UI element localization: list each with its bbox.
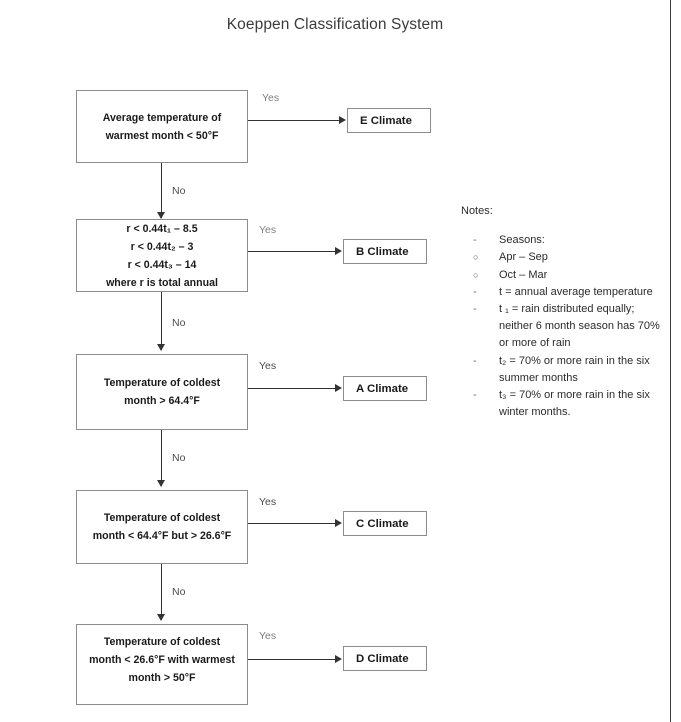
page-edge-rule bbox=[670, 0, 671, 722]
connector-no-2 bbox=[161, 292, 162, 350]
decision-box-coldest-above-644: Temperature of coldest month > 64.4°F bbox=[76, 354, 248, 430]
result-label: C Climate bbox=[356, 517, 409, 530]
connector-yes-3 bbox=[248, 388, 336, 389]
notes-heading: Notes: bbox=[461, 205, 493, 217]
note-bullet-dash: - bbox=[473, 234, 477, 247]
note-text: t = annual average temperature bbox=[499, 285, 653, 298]
decision-line: month > 64.4°F bbox=[124, 395, 200, 407]
note-sub-text: Apr – Sep bbox=[499, 251, 548, 264]
result-label: D Climate bbox=[356, 652, 409, 665]
decision-line: month > 50°F bbox=[128, 672, 196, 684]
notes-panel: Notes: - Seasons: ○ Apr – Sep ○ Oct – Ma… bbox=[461, 203, 661, 421]
decision-line: r < 0.44t₁ – 8.5 bbox=[126, 222, 198, 235]
decision-line: warmest month < 50°F bbox=[105, 129, 219, 142]
note-item: - t₃ = 70% or more rain in the six winte… bbox=[461, 387, 661, 421]
decision-line: Temperature of coldest bbox=[103, 636, 221, 648]
connector-yes-4 bbox=[248, 523, 336, 524]
note-text: t₃ = 70% or more rain in the six winter … bbox=[499, 389, 650, 419]
edge-label-yes-4: Yes bbox=[259, 496, 277, 508]
arrowhead-yes-2 bbox=[335, 247, 342, 255]
connector-yes-5 bbox=[248, 659, 336, 660]
note-sub-item: ○ Apr – Sep bbox=[461, 249, 661, 266]
page-title: Koeppen Classification System bbox=[226, 16, 444, 33]
decision-line: Temperature of coldest bbox=[103, 377, 221, 389]
connector-no-3 bbox=[161, 430, 162, 486]
result-box-d-climate: D Climate bbox=[343, 646, 427, 671]
connector-no-4 bbox=[161, 564, 162, 620]
decision-line: r < 0.44t₃ – 14 bbox=[127, 258, 197, 271]
edge-label-yes-3: Yes bbox=[259, 360, 277, 372]
decision-box-warmest-month: Average temperature of warmest month < 5… bbox=[76, 90, 248, 163]
note-bullet-dash: - bbox=[473, 354, 477, 367]
arrowhead-no-2 bbox=[157, 344, 165, 351]
arrowhead-yes-1 bbox=[339, 116, 346, 124]
decision-line: Average temperature of bbox=[102, 111, 222, 124]
note-text: Seasons: bbox=[499, 234, 545, 247]
decision-line: month < 64.4°F but > 26.6°F bbox=[92, 530, 232, 542]
note-bullet-dash: - bbox=[473, 389, 477, 402]
connector-yes-1 bbox=[248, 120, 340, 121]
note-text: t ₁ = rain distributed equally; neither … bbox=[499, 303, 660, 350]
note-item: - t = annual average temperature bbox=[461, 284, 661, 301]
edge-label-no-2: No bbox=[172, 317, 186, 329]
note-item: - t₂ = 70% or more rain in the six summe… bbox=[461, 353, 661, 387]
result-label: B Climate bbox=[356, 245, 409, 258]
edge-label-yes-1: Yes bbox=[262, 92, 280, 104]
connector-no-1 bbox=[161, 163, 162, 218]
decision-line: month < 26.6°F with warmest bbox=[89, 654, 235, 666]
result-box-b-climate: B Climate bbox=[343, 239, 427, 264]
result-box-c-climate: C Climate bbox=[343, 511, 427, 536]
arrowhead-no-1 bbox=[157, 212, 165, 219]
arrowhead-no-4 bbox=[157, 614, 165, 621]
decision-line: Temperature of coldest bbox=[103, 512, 221, 524]
result-label: E Climate bbox=[360, 114, 412, 127]
result-box-a-climate: A Climate bbox=[343, 376, 427, 401]
arrowhead-yes-4 bbox=[335, 519, 342, 527]
note-bullet-circle-icon: ○ bbox=[473, 269, 479, 280]
decision-box-coldest-below-266: Temperature of coldest month < 26.6°F wi… bbox=[76, 624, 248, 705]
arrowhead-yes-5 bbox=[335, 655, 342, 663]
note-text: t₂ = 70% or more rain in the six summer … bbox=[499, 354, 650, 384]
note-bullet-dash: - bbox=[473, 285, 477, 298]
note-bullet-circle-icon: ○ bbox=[473, 252, 479, 263]
edge-label-yes-2: Yes bbox=[259, 224, 277, 236]
result-label: A Climate bbox=[356, 382, 409, 395]
arrowhead-yes-3 bbox=[335, 384, 342, 392]
decision-line: r < 0.44t₂ – 3 bbox=[130, 240, 194, 253]
note-bullet-dash: - bbox=[473, 303, 477, 316]
decision-box-coldest-between: Temperature of coldest month < 64.4°F bu… bbox=[76, 490, 248, 564]
note-item: - Seasons: bbox=[461, 232, 661, 249]
result-box-e-climate: E Climate bbox=[347, 108, 431, 133]
edge-label-no-1: No bbox=[172, 185, 186, 197]
edge-label-no-4: No bbox=[172, 586, 186, 598]
arrowhead-no-3 bbox=[157, 480, 165, 487]
decision-line: where r is total annual bbox=[106, 276, 218, 289]
note-sub-text: Oct – Mar bbox=[499, 268, 548, 281]
note-item: - t ₁ = rain distributed equally; neithe… bbox=[461, 301, 661, 353]
note-sub-item: ○ Oct – Mar bbox=[461, 267, 661, 284]
edge-label-yes-5: Yes bbox=[259, 630, 277, 642]
connector-yes-2 bbox=[248, 251, 336, 252]
decision-box-rainfall-thresholds: r < 0.44t₁ – 8.5 r < 0.44t₂ – 3 r < 0.44… bbox=[76, 219, 248, 292]
edge-label-no-3: No bbox=[172, 452, 186, 464]
